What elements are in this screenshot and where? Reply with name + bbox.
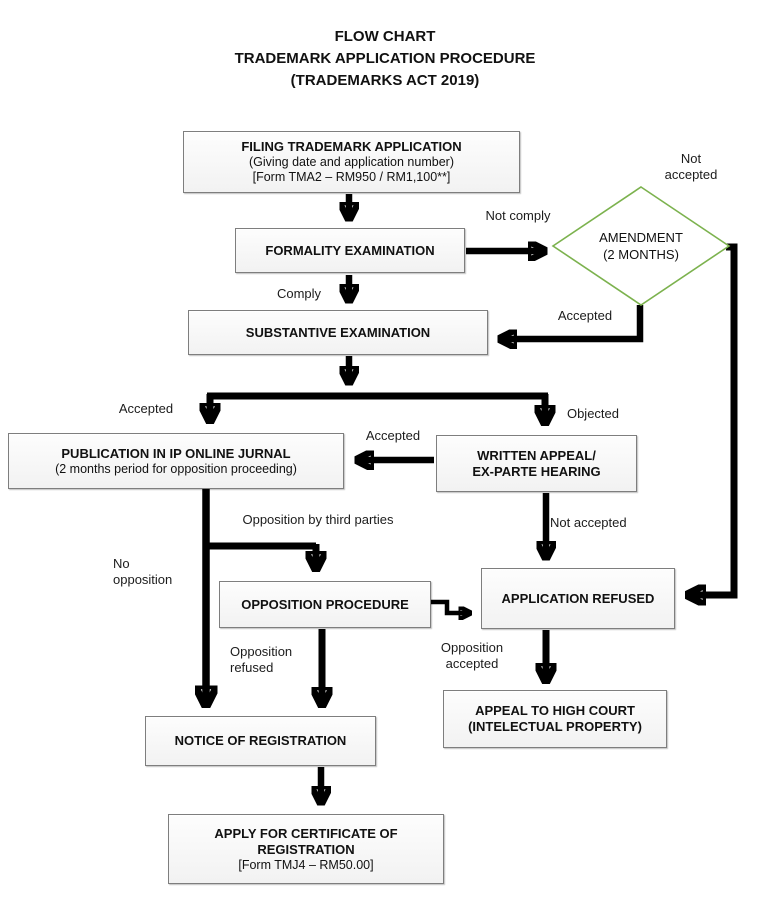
edge-label-opposition-third-parties: Opposition by third parties — [242, 512, 394, 527]
node-substantive-title: SUBSTANTIVE EXAMINATION — [245, 324, 431, 340]
node-formality-title: FORMALITY EXAMINATION — [265, 242, 435, 258]
edge-label-not-comply: Not comply — [485, 208, 551, 223]
node-publication-sub1: (2 months period for opposition proceedi… — [55, 461, 297, 476]
edge-label-opposition-accepted: Opposition accepted — [440, 640, 504, 671]
edge-label-not-accepted-mid: Not accepted — [550, 515, 627, 530]
node-filing-trademark-application: FILING TRADEMARK APPLICATION (Giving dat… — [183, 131, 520, 193]
arrow-amendment-to-substantive — [500, 305, 644, 339]
node-publication-ip-online-journal: PUBLICATION IN IP ONLINE JURNAL (2 month… — [8, 433, 344, 489]
node-formality-examination: FORMALITY EXAMINATION — [235, 228, 465, 273]
edge-label-accepted-left: Accepted — [118, 401, 174, 416]
node-filing-sub1: (Giving date and application number) — [249, 155, 454, 169]
edge-label-accepted-mid: Accepted — [365, 428, 421, 443]
arrow-amendment-to-application-refused — [688, 243, 738, 595]
node-written-appeal-ex-parte-hearing: WRITTEN APPEAL/ EX-PARTE HEARING — [436, 435, 637, 492]
node-filing-sub2: [Form TMA2 – RM950 / RM1,100**] — [252, 170, 451, 184]
edge-label-accepted-diamond: Accepted — [557, 308, 613, 323]
node-apply-certificate: APPLY FOR CERTIFICATE OF REGISTRATION [F… — [168, 814, 444, 884]
node-appeal-to-high-court: APPEAL TO HIGH COURT (INTELECTUAL PROPER… — [443, 690, 667, 748]
amendment-diamond-shape — [551, 186, 731, 306]
node-application-refused: APPLICATION REFUSED — [481, 568, 675, 629]
node-opposition-procedure: OPPOSITION PROCEDURE — [219, 581, 431, 628]
edge-label-comply: Comply — [276, 286, 322, 301]
node-opposition-procedure-title: OPPOSITION PROCEDURE — [241, 596, 409, 612]
node-amendment-line-2: (2 MONTHS) — [603, 247, 679, 262]
edge-label-no-opposition: No opposition — [113, 556, 173, 587]
node-apply-certificate-line-1: APPLY FOR CERTIFICATE OF — [214, 825, 398, 841]
edge-label-objected: Objected — [566, 406, 620, 421]
node-amendment-line-1: AMENDMENT — [599, 230, 683, 245]
node-appeal-court-line-1: APPEAL TO HIGH COURT — [475, 703, 635, 718]
node-apply-certificate-sub: [Form TMJ4 – RM50.00] — [238, 857, 374, 872]
node-appeal-court-line-2: (INTELECTUAL PROPERTY) — [468, 719, 642, 734]
node-application-refused-title: APPLICATION REFUSED — [501, 590, 655, 606]
node-amendment: AMENDMENT (2 MONTHS) — [550, 185, 732, 307]
node-apply-certificate-line-2: REGISTRATION — [257, 841, 355, 857]
node-notice-title: NOTICE OF REGISTRATION — [174, 733, 347, 748]
node-substantive-examination: SUBSTANTIVE EXAMINATION — [188, 310, 488, 355]
node-written-appeal-line-2: EX-PARTE HEARING — [472, 463, 601, 479]
edge-label-not-accepted-top: Not accepted — [664, 151, 718, 182]
edge-label-opposition-refused: Opposition refused — [230, 644, 293, 675]
title-line-1: FLOW CHART — [334, 28, 436, 45]
node-notice-of-registration: NOTICE OF REGISTRATION — [145, 716, 376, 766]
title-line-2: TRADEMARK APPLICATION PROCEDURE — [234, 50, 536, 67]
node-written-appeal-line-1: WRITTEN APPEAL/ — [477, 447, 596, 463]
page-title: FLOW CHART TRADEMARK APPLICATION PROCEDU… — [40, 26, 730, 92]
arrow-opposition-to-application-refused — [431, 599, 470, 613]
node-publication-title: PUBLICATION IN IP ONLINE JURNAL — [61, 445, 291, 461]
title-line-3: (TRADEMARKS ACT 2019) — [290, 72, 480, 89]
node-filing-title: FILING TRADEMARK APPLICATION — [241, 139, 462, 154]
